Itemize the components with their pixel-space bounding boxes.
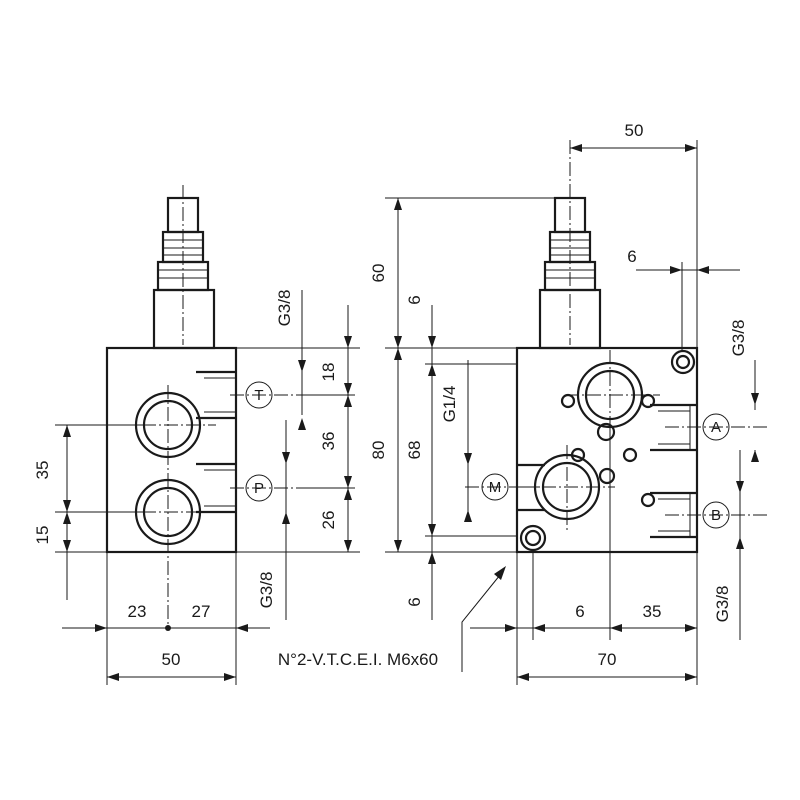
dim-68: 68 (405, 441, 424, 460)
dim-80: 80 (369, 441, 388, 460)
thread-g38-front-top: G3/8 (275, 290, 294, 327)
dim-35-left: 35 (33, 461, 52, 480)
dim-50-bottom-left: 50 (162, 650, 181, 669)
dim-6-top: 6 (627, 247, 636, 266)
dim-26: 26 (319, 511, 338, 530)
thread-g38-side-bottom: G3/8 (713, 586, 732, 623)
dim-36: 36 (319, 432, 338, 451)
bolt-note: N°2-V.T.C.E.I. M6x60 (278, 650, 438, 669)
dim-60: 60 (369, 264, 388, 283)
port-t-circle (245, 381, 273, 409)
thread-g38-side-top: G3/8 (729, 320, 748, 357)
port-a-circle (702, 413, 730, 441)
front-valve-body (105, 346, 238, 554)
port-a-label: A (711, 419, 721, 436)
port-b-circle (702, 501, 730, 529)
dim-18: 18 (319, 363, 338, 382)
port-m-label: M (489, 479, 502, 496)
port-p-circle (245, 474, 273, 502)
port-m-circle (481, 473, 509, 501)
dim-6-left: 6 (405, 295, 424, 304)
thread-g38-front-bottom: G3/8 (257, 572, 276, 609)
thread-g14-label: G1/4 (440, 386, 459, 423)
dim-50-top: 50 (625, 121, 644, 140)
dim-15-left: 15 (33, 526, 52, 545)
dim-6-bottom: 6 (405, 597, 424, 606)
dim-23: 23 (128, 602, 147, 621)
dim-70: 70 (598, 650, 617, 669)
port-b-label: B (711, 507, 721, 524)
front-view: T P 35 15 23 27 50 (33, 185, 360, 685)
front-cartridge-housing (152, 288, 216, 350)
dim-35-bottom: 35 (643, 602, 662, 621)
port-t-label: T (254, 387, 263, 404)
dim-27: 27 (192, 602, 211, 621)
dim-6-bottom-right: 6 (575, 602, 584, 621)
side-view: A B M 50 6 60 80 6 (369, 121, 770, 685)
note-group: N°2-V.T.C.E.I. M6x60 (278, 566, 506, 672)
port-p-label: P (254, 480, 264, 497)
